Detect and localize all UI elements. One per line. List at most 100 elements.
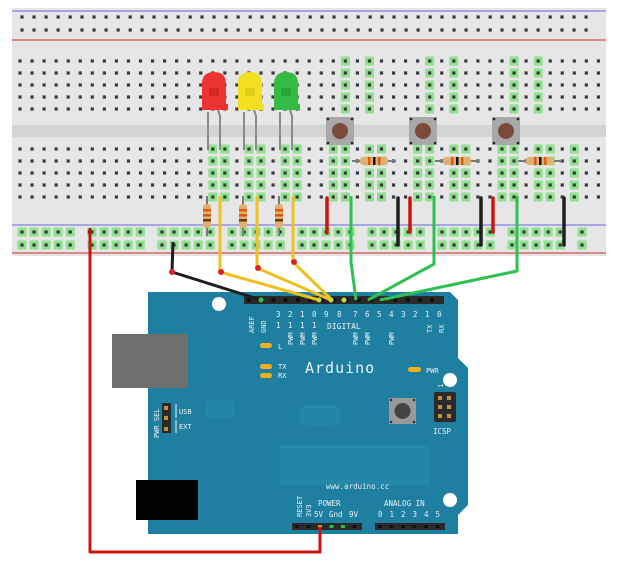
breadboard-hole [367,195,372,199]
breadboard-hole [271,107,275,111]
wire-5v-red[interactable] [88,228,322,554]
breadboard-hole [512,183,516,187]
wire-button-2-green[interactable] [367,196,436,302]
breadboard-hole [78,171,82,175]
breadboard-hole [512,59,516,63]
digital-pin-number: 0 [437,310,442,319]
breadboard-hole [150,83,155,87]
breadboard-hole [536,107,540,111]
breadboard-hole [332,28,336,32]
breadboard-hole [572,83,576,87]
breadboard-hole [404,107,408,111]
breadboard-hole [319,71,323,75]
breadboard-hole [331,195,335,199]
breadboard-hole [355,171,359,175]
breadboard-hole [391,183,396,187]
header-pin [271,298,276,302]
breadboard-hole [102,95,106,99]
breadboard-hole [199,159,203,163]
button-leg [350,141,354,145]
wire-button-3-green[interactable] [379,196,519,302]
breadboard-hole [42,107,46,111]
breadboard-hole [42,159,46,163]
led-die [245,88,255,96]
breadboard-hole [416,83,420,87]
breadboard-hole [78,195,82,199]
breadboard-hole [266,230,270,234]
breadboard-hole [524,83,528,87]
button-cap[interactable] [498,123,514,139]
header-pin [344,298,349,302]
breadboard-hole [271,83,275,87]
breadboard-hole [164,28,168,32]
breadboard-hole [452,15,456,19]
breadboard-hole [90,195,94,199]
breadboard-hole [223,171,227,175]
breadboard-hole [584,171,588,175]
breadboard-hole [548,183,552,187]
power-pin-5v: 5V [314,510,324,519]
breadboard-hole [572,28,576,32]
wire-bend [169,269,175,275]
breadboard-hole [283,195,287,199]
breadboard-hole [114,83,118,87]
breadboard-hole [548,15,552,19]
breadboard-hole [56,230,60,234]
breadboard-hole [54,183,58,187]
wire-button-1-green[interactable] [349,196,358,301]
breadboard-hole [102,195,106,199]
breadboard-hole [138,83,143,87]
reset-button-cap[interactable] [394,403,411,419]
breadboard-hole [356,28,360,32]
breadboard-hole [307,171,311,175]
breadboard-hole [476,107,480,111]
breadboard-hole [404,83,408,87]
gnd-label: GND [260,320,268,333]
breadboard-hole [300,230,304,234]
url-label: www.arduino.cc [326,482,389,491]
breadboard-hole [440,230,444,234]
pwr-led-label: PWR [426,367,439,375]
breadboard-hole [223,159,227,163]
breadboard-hole [188,28,192,32]
breadboard-hole [138,195,143,199]
breadboard-hole [500,28,504,32]
breadboard-hole [476,28,480,32]
breadboard-hole [488,15,492,19]
button-1[interactable] [326,117,354,145]
breadboard-hole [380,28,384,32]
button-leg [516,141,520,145]
breadboard-hole [116,28,120,32]
button-2[interactable] [409,117,437,145]
breadboard-hole [295,183,299,187]
breadboard-hole [464,171,468,175]
breadboard-hole [102,147,106,151]
breadboard-hole [500,71,504,75]
breadboard-hole [428,28,432,32]
breadboard-hole [18,147,22,151]
breadboard-hole [307,83,311,87]
breadboard-hole [150,171,155,175]
breadboard-hole [548,83,552,87]
breadboard-hole [344,28,348,32]
breadboard-hole [78,83,82,87]
breadboard-hole [370,243,374,247]
analog-pin [412,525,417,528]
button-cap[interactable] [332,123,348,139]
breadboard-hole [211,59,215,63]
button-cap[interactable] [415,123,431,139]
breadboard-hole [42,195,46,199]
breadboard-hole [343,107,347,111]
breadboard-hole [114,230,118,234]
breadboard-hole [416,28,420,32]
breadboard-hole [404,28,408,32]
breadboard-hole [211,171,215,175]
button-3[interactable] [492,117,520,145]
breadboard-hole [319,171,323,175]
breadboard-hole [114,59,118,63]
breadboard-hole [296,15,300,19]
button-leg [409,117,413,121]
breadboard-hole [18,195,22,199]
